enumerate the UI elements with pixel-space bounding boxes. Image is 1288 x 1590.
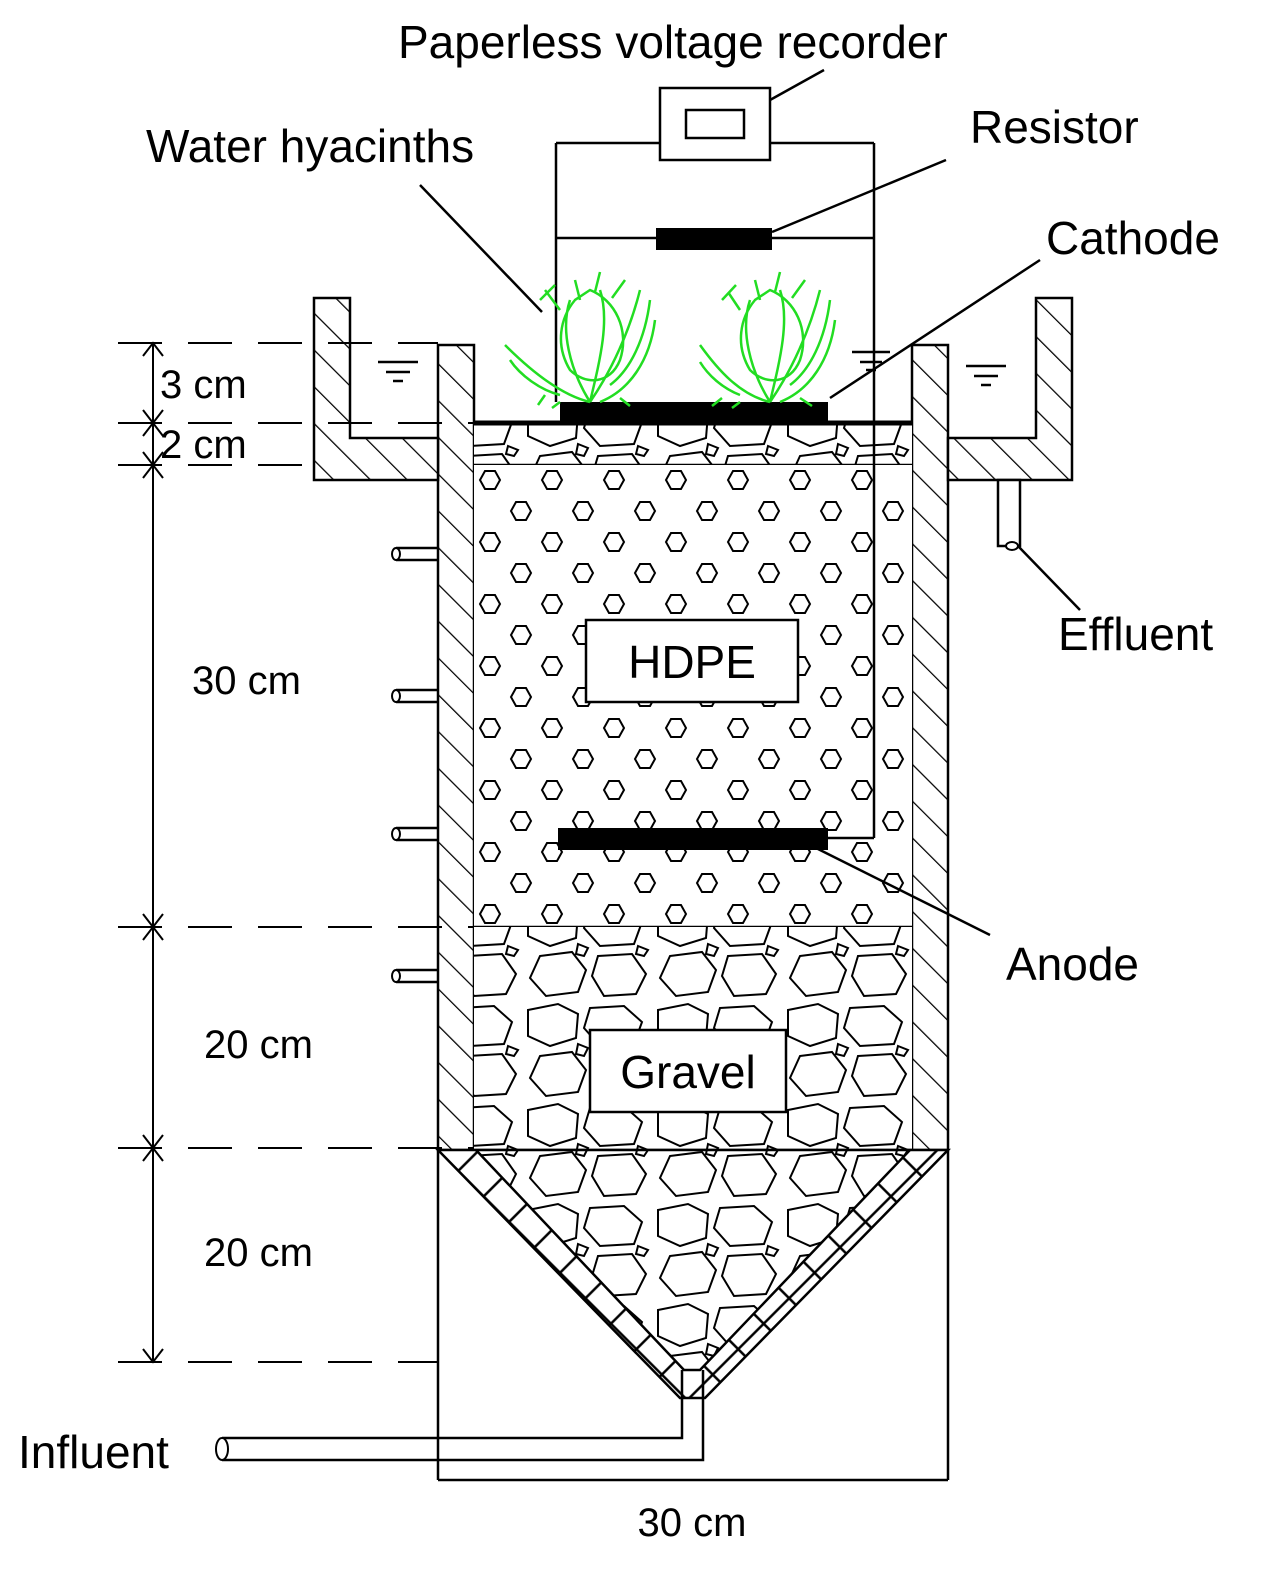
influent-pipe [215, 1370, 705, 1462]
label-anode: Anode [1006, 938, 1139, 990]
label-recorder: Paperless voltage recorder [398, 16, 948, 68]
leader-lines [419, 68, 1081, 937]
dim-cone-section: 20 cm [204, 1231, 313, 1275]
water-hyacinth-plants [504, 271, 837, 409]
voltage-recorder [658, 86, 772, 162]
reactor-tank [436, 343, 950, 1482]
cathode-electrode [560, 402, 828, 422]
right-trough [946, 296, 1074, 551]
label-cathode: Cathode [1046, 212, 1220, 264]
dim-width: 30 cm [638, 1501, 747, 1545]
label-gravel: Gravel [620, 1046, 755, 1098]
cone-section [435, 1148, 951, 1400]
gravel-label-box [588, 1028, 788, 1114]
label-plants: Water hyacinths [146, 120, 474, 172]
label-effluent: Effluent [1058, 608, 1213, 660]
effluent-pipe [996, 478, 1022, 548]
label-resistor: Resistor [970, 101, 1139, 153]
label-hdpe: HDPE [628, 636, 756, 688]
anode-electrode [558, 828, 828, 850]
circuit-wires [554, 141, 876, 840]
water-level-left-icon [378, 360, 418, 383]
cathode-zone-media [474, 425, 912, 465]
left-trough [312, 296, 440, 482]
sampling-ports [391, 546, 438, 984]
plant-right [698, 271, 837, 409]
plant-left [504, 271, 657, 409]
dim-cathode-gap: 2 cm [160, 423, 247, 467]
label-influent: Influent [18, 1426, 169, 1478]
resistor [656, 228, 772, 250]
dim-water-depth: 3 cm [160, 363, 247, 407]
dim-hdpe-layer: 30 cm [192, 659, 301, 703]
water-level-right-icon [966, 364, 1006, 387]
hdpe-label-box [584, 618, 800, 704]
dim-gravel-layer: 20 cm [204, 1023, 313, 1067]
dimension-lines [118, 341, 474, 1364]
